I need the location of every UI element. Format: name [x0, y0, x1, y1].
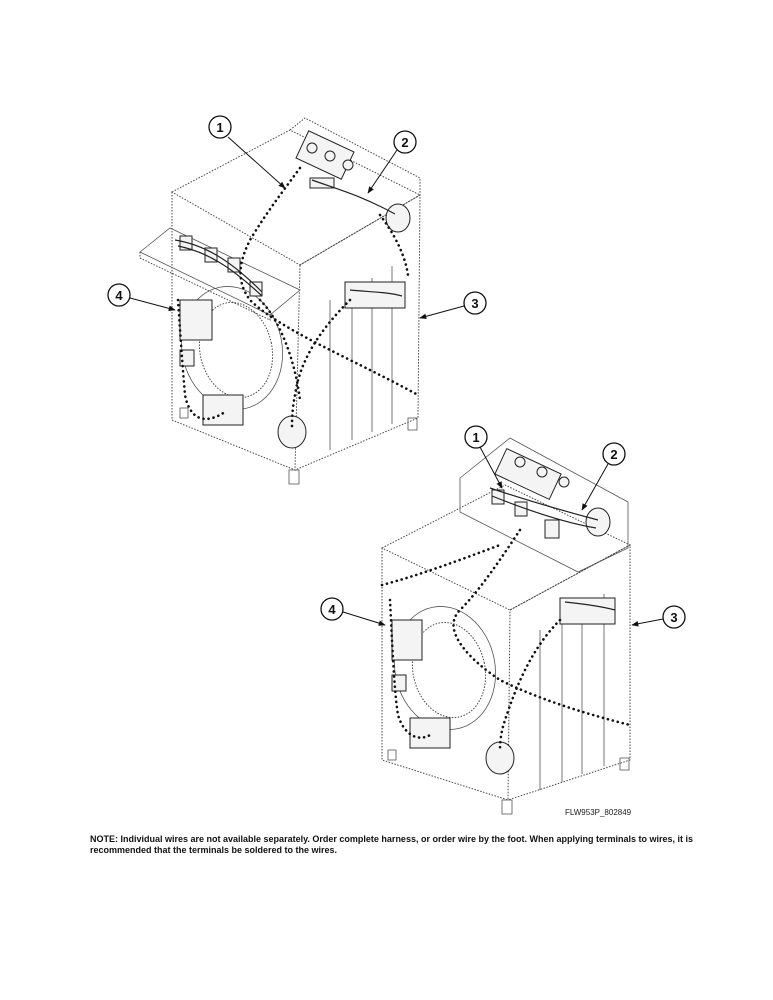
upper-pump: [202, 394, 244, 426]
lower-washer-foot: [501, 799, 513, 815]
lower-harness-branch: [388, 598, 432, 739]
upper-leader-4: [129, 297, 176, 312]
lower-console-switch: [544, 519, 560, 539]
upper-washer-illustration: [139, 117, 422, 485]
figure-code: FLW953P_802849: [565, 808, 632, 817]
lower-washer-foot: [387, 749, 397, 761]
lower-console-wire: [564, 601, 616, 611]
lower-callout-2: [602, 442, 626, 466]
upper-washer-foot: [407, 417, 418, 431]
upper-callout-1-label: 1: [216, 120, 223, 135]
upper-console-wire: [349, 289, 403, 297]
lower-washer-front: [381, 548, 511, 801]
upper-motor-connector: [385, 203, 411, 233]
upper-leader-2: [367, 149, 398, 194]
upper-harness-branch: [378, 213, 410, 277]
lower-washer-side: [507, 544, 631, 801]
lower-harness-branch: [380, 543, 502, 587]
lower-pump: [409, 717, 451, 749]
upper-callout-1: [208, 115, 232, 139]
upper-console-wire: [177, 245, 263, 297]
upper-leader-1: [227, 136, 286, 189]
upper-control-console: [139, 227, 301, 316]
lower-main-harness: [452, 528, 632, 727]
upper-console-wire: [174, 239, 263, 293]
upper-leader-3: [419, 305, 465, 320]
upper-callout-2-label: 2: [401, 135, 408, 150]
lower-leader-1: [479, 446, 503, 489]
lower-callout-1-label: 1: [472, 430, 479, 445]
upper-callout-4: [107, 283, 131, 307]
upper-washer-foot: [288, 469, 300, 485]
upper-door-inner: [198, 301, 274, 399]
lower-timer-block: [494, 447, 562, 501]
lower-knob: [514, 456, 526, 468]
lower-control-console: [459, 437, 629, 573]
lower-knob: [536, 466, 548, 478]
upper-washer-backsplash: [289, 117, 421, 195]
lower-washer-illustration: [380, 437, 632, 815]
lower-harness-branch: [498, 618, 562, 754]
lower-callout-3: [662, 605, 686, 629]
upper-door-lock: [179, 299, 213, 341]
upper-front-sensor: [179, 349, 195, 367]
lower-callout-4-label: 4: [328, 602, 336, 617]
upper-knob: [324, 150, 336, 162]
lower-washer-foot: [619, 757, 630, 771]
upper-callout-2: [393, 130, 417, 154]
lower-callouts: 1 2 3 4: [320, 425, 686, 629]
lower-leader-2: [581, 463, 609, 511]
footnote: NOTE: Individual wires are not available…: [90, 834, 693, 855]
lower-console-switch: [491, 489, 505, 505]
upper-main-harness: [239, 166, 420, 397]
lower-door-inner: [411, 621, 487, 719]
upper-harness-branch: [258, 298, 302, 402]
upper-knob: [342, 159, 354, 171]
upper-console-edge: [139, 252, 271, 321]
upper-callouts: 1 2 3 4: [107, 115, 487, 320]
lower-washer-top: [380, 484, 632, 611]
upper-washer-side: [294, 194, 421, 471]
upper-callout-3: [463, 291, 487, 315]
upper-washer-foot: [179, 407, 189, 419]
lower-callout-4: [320, 597, 344, 621]
lower-motor-connector: [585, 507, 611, 537]
lower-door-lock: [391, 619, 423, 661]
lower-leader-4: [342, 611, 386, 626]
lower-leader-3: [631, 618, 664, 627]
upper-callout-4-label: 4: [115, 288, 123, 303]
upper-knob: [306, 142, 318, 154]
upper-harness-branch: [176, 298, 227, 421]
lower-callout-2-label: 2: [610, 447, 617, 462]
lower-console-wire: [489, 487, 599, 521]
lower-callout-3-label: 3: [670, 610, 677, 625]
upper-washer-top: [170, 129, 422, 266]
lower-callout-1: [464, 425, 488, 449]
upper-callout-3-label: 3: [471, 296, 478, 311]
lower-knob: [558, 476, 570, 488]
lower-console-wire: [491, 495, 597, 529]
upper-console-wire: [311, 179, 396, 215]
upper-harness-branch: [290, 298, 352, 432]
